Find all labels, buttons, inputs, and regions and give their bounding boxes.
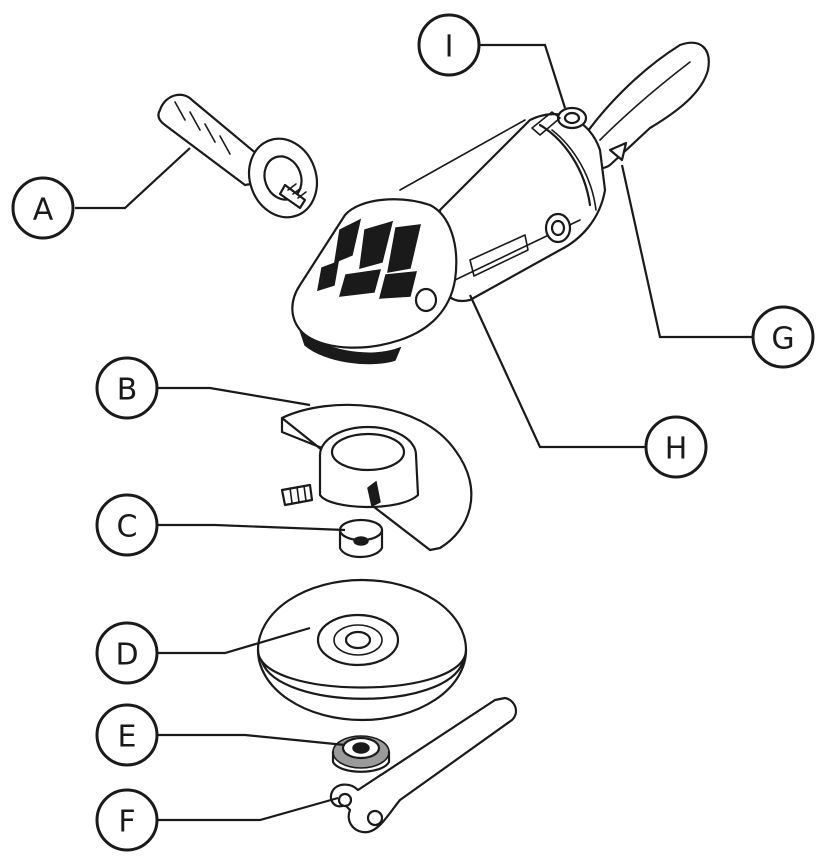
leader-e bbox=[158, 733, 346, 747]
inner-flange bbox=[338, 518, 384, 559]
leader-lines bbox=[75, 43, 752, 822]
leader-g bbox=[620, 164, 752, 339]
leader-a bbox=[75, 147, 191, 210]
leader-i bbox=[480, 43, 567, 109]
grinder-body bbox=[291, 41, 710, 365]
callout-c: C bbox=[95, 493, 159, 557]
leader-f bbox=[158, 796, 339, 822]
callout-g: G bbox=[751, 305, 815, 369]
leader-c bbox=[158, 523, 346, 532]
leader-h bbox=[469, 294, 645, 449]
callout-a-label: A bbox=[33, 193, 54, 228]
callout-f-label: F bbox=[118, 805, 135, 840]
callout-a: A bbox=[11, 176, 75, 240]
side-handle bbox=[157, 93, 318, 219]
callout-b-label: B bbox=[117, 373, 138, 408]
wheel-guard bbox=[280, 403, 473, 552]
callout-d-label: D bbox=[115, 638, 138, 673]
callout-h: H bbox=[644, 415, 708, 479]
callout-e-label: E bbox=[118, 720, 137, 755]
outer-flange-nut bbox=[331, 735, 391, 773]
callout-h-label: H bbox=[665, 432, 688, 467]
callout-e: E bbox=[95, 703, 159, 767]
callout-d: D bbox=[95, 621, 159, 685]
grinding-disc bbox=[256, 578, 468, 722]
callout-g-label: G bbox=[771, 322, 794, 357]
leader-b bbox=[158, 386, 311, 407]
callout-b: B bbox=[95, 356, 159, 420]
callout-i: I bbox=[417, 13, 481, 77]
callout-i-label: I bbox=[445, 30, 454, 65]
callout-f: F bbox=[95, 788, 159, 852]
spanner-wrench bbox=[329, 696, 518, 834]
leader-d bbox=[158, 626, 311, 655]
callout-c-label: C bbox=[117, 510, 138, 545]
